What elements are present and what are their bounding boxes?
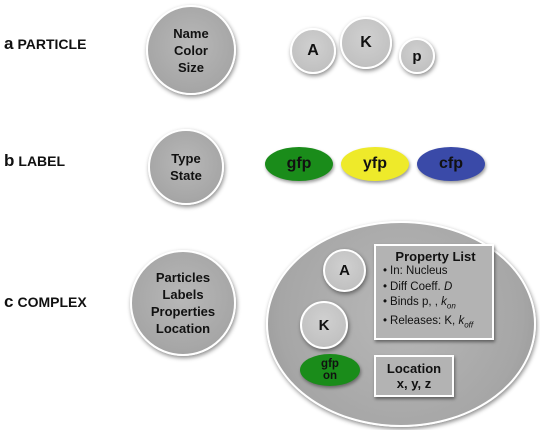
row-title: PARTICLE [17,36,87,52]
location-box: Location x, y, z [374,355,454,397]
property-list-title: Property List [395,249,476,264]
property-binds-sub: on [446,301,456,311]
label-cfp-oval: cfp [417,147,485,181]
particle-p-circle: p [399,38,435,74]
row-title: COMPLEX [17,294,87,310]
attribute-name: Name [173,25,209,41]
complex-on-text: on [322,370,338,382]
particle-a-label: A [307,42,319,59]
complex-attributes-circle: Particles Labels Properties Location [130,250,236,356]
complex-particle-a-label: A [339,262,350,279]
property-item-diffusion: •Diff Coeff. D [383,280,453,293]
property-diff-var: D [443,280,453,293]
label-attributes-circle: Type State [148,129,224,205]
row-letter: c [4,292,14,311]
property-binds-text: Binds p, , [390,296,442,308]
complex-gfp-on-oval: gfp on [300,354,360,386]
complex-particle-k-label: K [318,316,330,334]
label-yfp-text: yfp [363,155,387,172]
attribute-properties: Properties [150,304,216,319]
attribute-type: Type [171,151,201,166]
particle-k-label: K [360,34,372,51]
property-releases-var: k [458,314,465,327]
complex-gfp-text: gfp [321,358,339,370]
complex-particle-a-circle: A [323,249,366,292]
property-binds-var: k [441,296,447,308]
label-gfp-text: gfp [286,155,312,172]
particle-p-label: p [412,47,422,65]
property-in-text: In: Nucleus [390,265,448,277]
property-releases-text: Releases: K, [390,314,459,327]
property-item-binds: •Binds p, , kon [383,296,456,311]
label-gfp-oval: gfp [265,147,333,181]
attribute-color: Color [174,42,208,58]
row-title: LABEL [18,153,66,169]
particle-attributes-circle: Name Color Size [146,5,236,95]
property-item-location: •In: Nucleus [383,265,448,277]
label-yfp-oval: yfp [341,147,409,181]
complex-particle-k-circle: K [300,301,348,349]
attribute-labels: Labels [162,287,204,302]
particle-a-circle: A [290,28,336,74]
particle-k-circle: K [340,17,392,69]
row-letter: b [4,151,15,170]
property-list-box: Property List •In: Nucleus •Diff Coeff. … [374,244,494,340]
property-releases-sub: off [464,320,474,330]
location-title: Location [386,361,442,376]
property-diff-text: Diff Coeff. [390,280,444,293]
property-item-releases: •Releases: K, koff [383,314,474,330]
attribute-size: Size [177,59,204,75]
row-letter: a [4,34,14,53]
attribute-state: State [170,168,202,183]
location-coords: x, y, z [396,376,432,391]
attribute-location: Location [155,321,211,336]
label-cfp-text: cfp [439,155,463,172]
attribute-particles: Particles [155,270,211,285]
